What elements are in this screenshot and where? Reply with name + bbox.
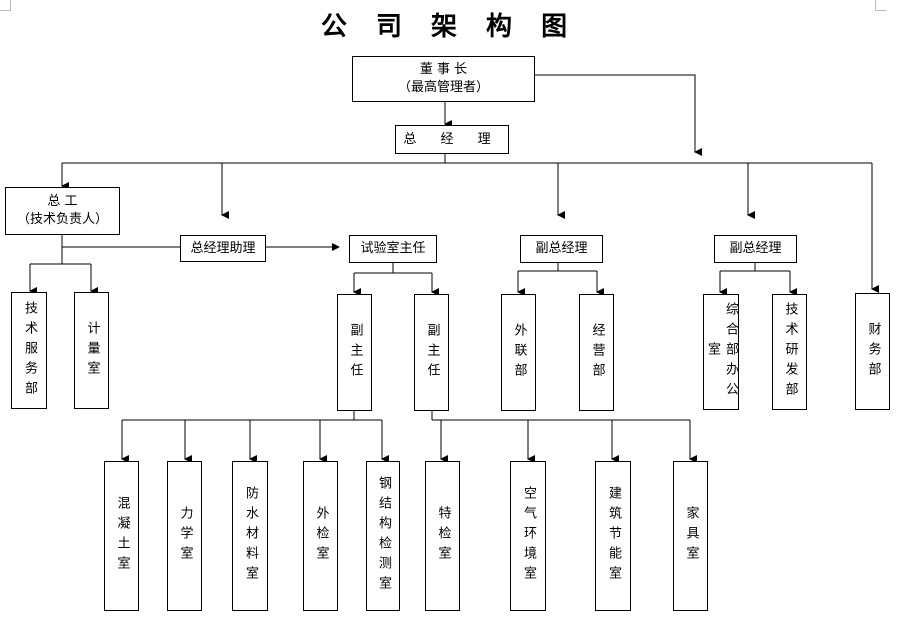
page-corner-mark-right <box>875 0 886 11</box>
external-relations-dept-box: 外联部 <box>501 294 536 411</box>
chairman-title: 董 事 长 <box>419 62 468 77</box>
lab-director-box: 试验室主任 <box>349 235 437 263</box>
steel-structure-testing-room-box: 钢结构检测室 <box>366 461 400 611</box>
gm-assistant-box: 总经理助理 <box>180 235 266 262</box>
chairman-subtitle: （最高管理者） <box>397 80 489 95</box>
deputy-gm-box-1: 副总经理 <box>520 235 603 263</box>
finance-dept-box: 财务部 <box>855 293 890 410</box>
mechanics-room-box: 力学室 <box>167 461 202 611</box>
building-energy-room-box: 建筑节能室 <box>595 461 631 611</box>
rnd-dept-box: 技术研发部 <box>772 294 807 410</box>
general-manager-box: 总 经 理 <box>395 125 509 154</box>
page-corner-mark-left <box>0 0 11 11</box>
business-dept-box: 经营部 <box>579 294 614 411</box>
deputy-gm-box-2: 副总经理 <box>714 235 797 263</box>
general-office-box: 综合部办公室 <box>703 294 739 410</box>
air-environment-room-box: 空气环境室 <box>510 461 546 611</box>
chief-engineer-title: 总 工 <box>47 194 78 209</box>
special-inspection-room-box: 特检室 <box>425 461 460 611</box>
page-title: 公 司 架 构 图 <box>320 12 578 42</box>
waterproof-materials-room-box: 防水材料室 <box>232 461 268 611</box>
chairman-box: 董 事 长 （最高管理者） <box>352 56 535 102</box>
external-inspection-room-box: 外检室 <box>303 461 338 611</box>
chief-engineer-subtitle: （技术负责人） <box>16 212 108 227</box>
metrology-room-box: 计量室 <box>74 292 109 409</box>
chief-engineer-box: 总 工 （技术负责人） <box>5 187 120 235</box>
deputy-director-box-2: 副主任 <box>414 294 449 411</box>
deputy-director-box-1: 副主任 <box>337 294 372 411</box>
concrete-room-box: 混凝土室 <box>104 461 139 611</box>
furniture-room-box: 家具室 <box>673 461 708 611</box>
tech-service-dept-box: 技术服务部 <box>11 292 47 409</box>
